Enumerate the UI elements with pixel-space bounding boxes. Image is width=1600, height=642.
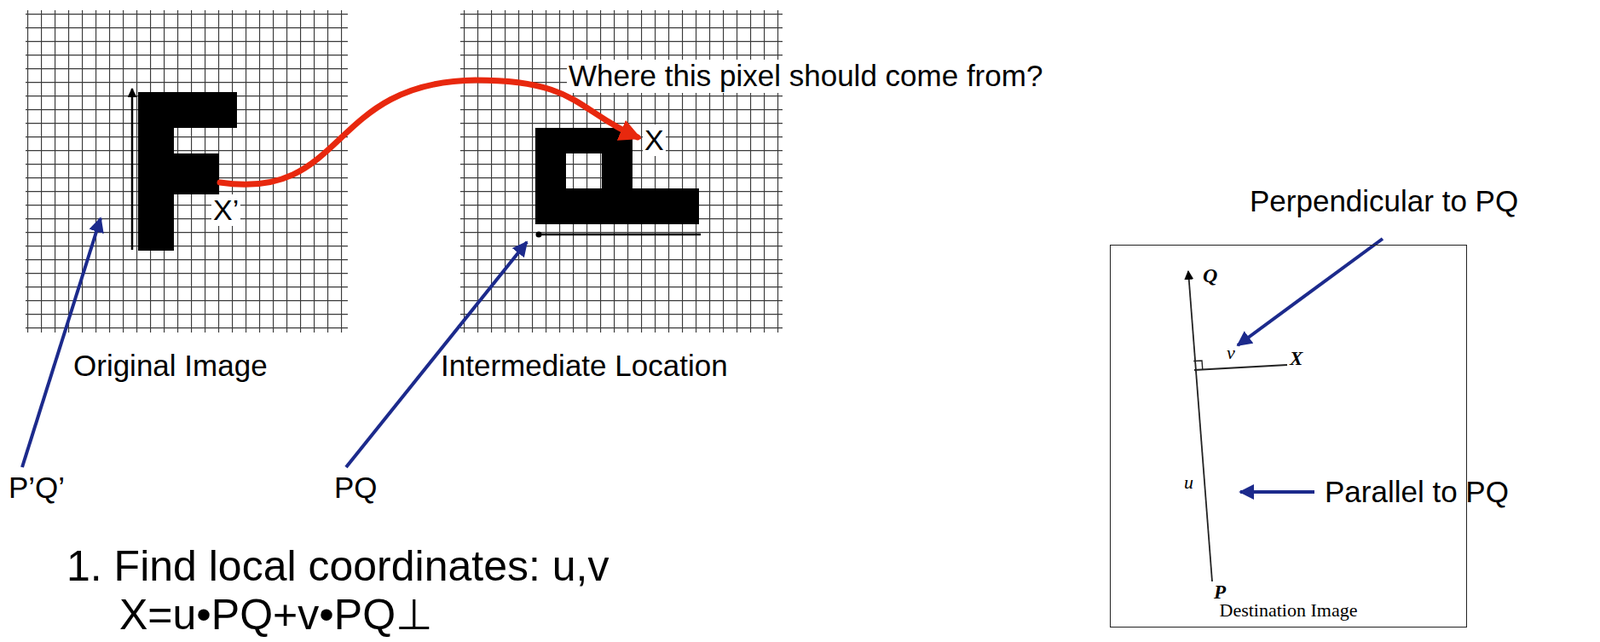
- v-perpendicular: [1194, 364, 1288, 370]
- vector-label: u: [1184, 472, 1194, 493]
- point-label: P: [1213, 581, 1226, 603]
- segment-label: PQ: [334, 471, 378, 505]
- letter-f: [138, 92, 237, 251]
- segment-label: P’Q’: [8, 471, 65, 505]
- point-label: Q: [1202, 264, 1218, 287]
- point-label: X: [642, 124, 666, 156]
- mapping-arrow: [219, 80, 638, 185]
- destination-frame: Destination Image Qv XuP: [1109, 244, 1468, 628]
- pq-dot: [536, 231, 543, 238]
- formula: X=u•PQ+v•PQ⊥: [119, 591, 434, 639]
- grid-paper: [460, 10, 783, 333]
- panel-caption: Intermediate Location: [440, 349, 728, 383]
- warped-letter-f: [535, 127, 699, 225]
- annotation: Perpendicular to PQ: [1249, 184, 1519, 219]
- p-prime-q-prime-line: [131, 88, 134, 250]
- leader-arrow: [22, 218, 101, 468]
- panel-caption: Original Image: [73, 349, 268, 383]
- right-angle-mark: [1193, 360, 1203, 370]
- step-text: 1. Find local coordinates: u,v: [66, 542, 609, 590]
- leader-arrow: [1240, 490, 1315, 494]
- point-label: X’: [211, 194, 241, 226]
- pq-line: [538, 233, 701, 237]
- annotation: Parallel to PQ: [1324, 475, 1509, 509]
- pq-vector: [1188, 271, 1213, 582]
- point-label: X: [1289, 347, 1303, 370]
- image-panel: Original Image X’: [25, 10, 348, 386]
- leader-arrow: [1237, 238, 1383, 346]
- question-note: Where this pixel should come from?: [566, 59, 1045, 93]
- frame-caption: Destination Image: [1110, 600, 1467, 621]
- vector-label: v: [1226, 342, 1236, 364]
